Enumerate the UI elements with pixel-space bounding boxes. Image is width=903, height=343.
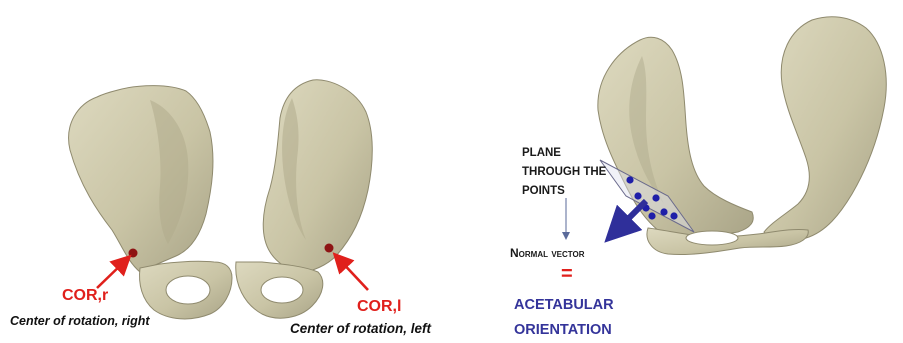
rim-point — [634, 192, 641, 199]
plane-label-line2: THROUGH THE — [522, 163, 606, 182]
oblique-right-ilium — [764, 17, 886, 240]
oblique-pelvis — [598, 17, 886, 255]
cor-right-arrow — [97, 260, 126, 288]
cor-left-marker — [325, 244, 334, 253]
acetabular-orientation-label: ACETABULAR ORIENTATION — [514, 293, 614, 343]
right-ilium — [69, 86, 213, 272]
cor-left-label: COR,l — [357, 298, 401, 316]
right-hemipelvis — [69, 86, 232, 319]
plane-label-line3: POINTS — [522, 182, 606, 201]
right-obturator-foramen — [166, 276, 210, 304]
left-obturator-foramen — [261, 277, 303, 303]
rim-point — [670, 212, 677, 219]
rim-point — [660, 208, 667, 215]
cor-right-caption: Center of rotation, right — [10, 314, 150, 328]
left-hemipelvis — [236, 80, 373, 318]
acetabular-line1: ACETABULAR — [514, 293, 614, 318]
equals-sign: = — [561, 263, 573, 286]
left-ilium — [263, 80, 372, 274]
plane-label: PLANE THROUGH THE POINTS — [522, 144, 606, 201]
oblique-obturator-foramen — [686, 231, 738, 245]
acetabular-line2: ORIENTATION — [514, 318, 614, 343]
cor-right-label: COR,r — [62, 287, 108, 305]
cor-left-arrow — [338, 258, 368, 290]
rim-point — [648, 212, 655, 219]
rim-point — [652, 194, 659, 201]
cor-right-marker — [129, 249, 138, 258]
cor-left-caption: Center of rotation, left — [290, 321, 431, 336]
normal-vector-arrow — [617, 201, 646, 230]
normal-vector-label: Normal vector — [510, 246, 585, 260]
rim-point — [626, 176, 633, 183]
plane-label-line1: PLANE — [522, 144, 606, 163]
